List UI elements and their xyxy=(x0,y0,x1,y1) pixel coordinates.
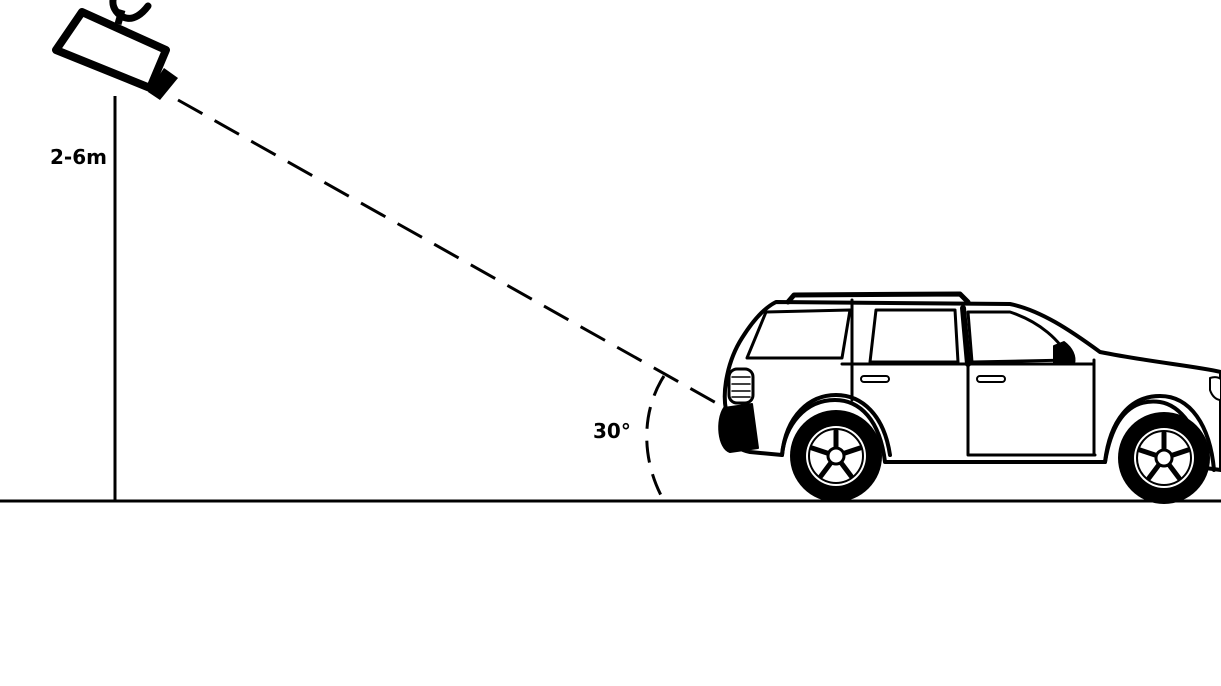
suv-vehicle xyxy=(718,291,1221,472)
rear-window xyxy=(745,308,852,360)
security-camera-icon xyxy=(52,0,178,100)
rear-bumper xyxy=(718,403,759,453)
rear-side-window xyxy=(868,308,960,364)
camera-sight-line xyxy=(177,98,719,406)
mounting-height-label: 2-6m xyxy=(50,145,107,169)
front-wheel xyxy=(1118,412,1210,504)
camera-angle-label: 30° xyxy=(593,419,631,443)
rear-wheel xyxy=(790,410,882,502)
angle-arc xyxy=(645,375,666,502)
tail-light xyxy=(727,367,755,405)
